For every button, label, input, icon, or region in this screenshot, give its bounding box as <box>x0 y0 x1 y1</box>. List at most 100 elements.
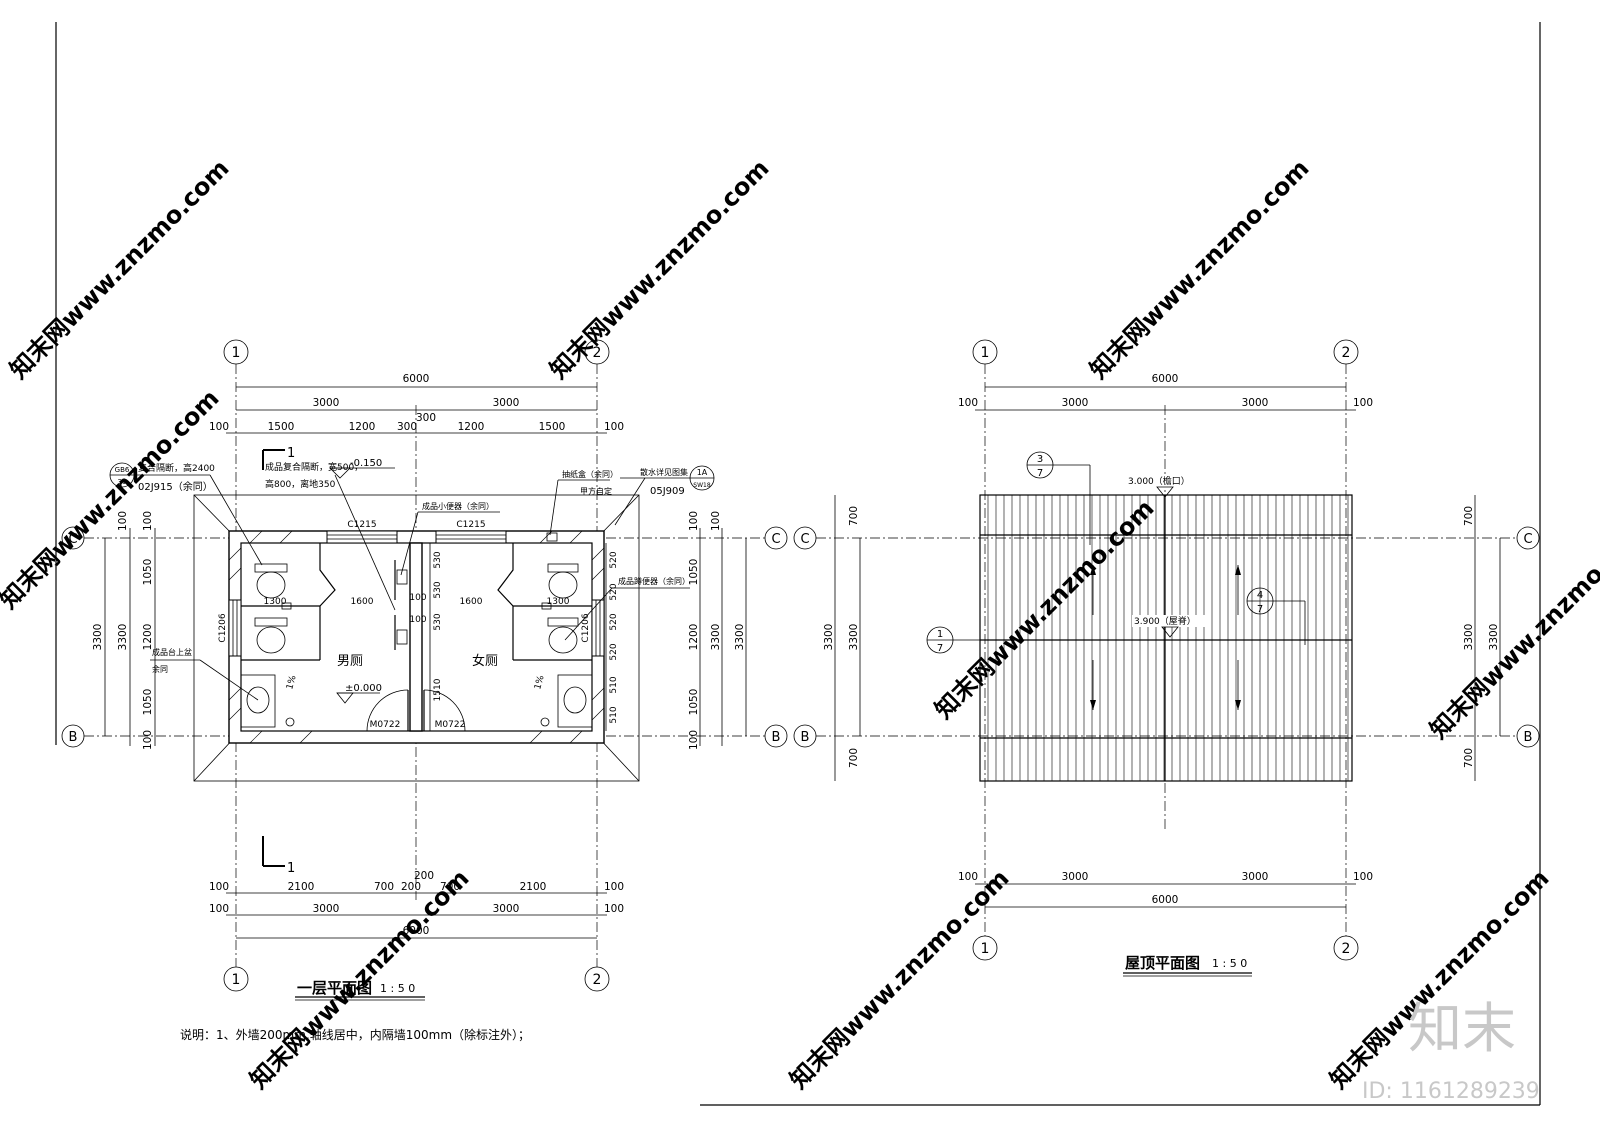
axis-bubble-1-top: 1 <box>223 339 249 365</box>
ground-floor-title: 一层平面图 1 : 5 0 <box>295 979 425 1001</box>
svg-text:100: 100 <box>209 421 229 433</box>
slope-mark-men: 1% <box>285 674 298 691</box>
svg-text:1200: 1200 <box>142 624 154 651</box>
svg-text:1050: 1050 <box>688 689 700 716</box>
slope-mark-women: 1% <box>533 674 546 691</box>
roof-dimension-top: 1 6000 100 3000 3000 100 <box>958 373 1373 411</box>
callout-urinal: 成品小便器（余同） <box>400 501 500 576</box>
toilet-men-1 <box>254 563 288 599</box>
axis-bubble-c-right: C <box>764 526 788 550</box>
svg-text:成品台上盆: 成品台上盆 <box>152 647 192 657</box>
svg-text:100: 100 <box>142 511 154 531</box>
svg-text:3300: 3300 <box>1463 624 1475 651</box>
watermark-2: 知末网www.znzmo.com <box>544 154 774 384</box>
svg-text:6000: 6000 <box>1152 894 1179 906</box>
callout-tissue: 抽纸盒（余同） <box>549 469 618 536</box>
svg-text:1050: 1050 <box>142 689 154 716</box>
watermark-8: 知末网www.znzmo.com <box>784 864 1014 1094</box>
section-mark-top: 1 <box>262 446 295 470</box>
stall-partitions <box>241 543 592 661</box>
svg-text:200: 200 <box>414 870 434 882</box>
svg-text:3000: 3000 <box>493 903 520 915</box>
svg-text:100: 100 <box>604 881 624 893</box>
dimension-top: 6000 3000 3000 100 1500 1200 300 300 120… <box>209 373 624 434</box>
dimension-bottom: 100 2100 700 200 200 700 2100 100 100 30… <box>209 870 624 939</box>
svg-text:B: B <box>772 730 781 745</box>
svg-text:510: 510 <box>609 706 619 723</box>
svg-text:1500: 1500 <box>268 421 295 433</box>
door-m0722-men: M0722 <box>366 689 409 732</box>
roof-outline <box>979 494 1353 782</box>
svg-text:700: 700 <box>1463 506 1475 526</box>
dimension-left: 3300 3300 100 100 1050 1200 1050 100 <box>92 511 156 750</box>
svg-text:7: 7 <box>937 643 943 654</box>
svg-text:100: 100 <box>604 421 624 433</box>
svg-text:1 : 5 0: 1 : 5 0 <box>1212 957 1247 970</box>
note-drain-1: 散水详见图集 <box>640 467 688 477</box>
ref-bubble-gb6: GB6 39 <box>109 462 210 488</box>
watermark-6: 知末网www.znzmo.com <box>1424 514 1600 744</box>
interior-dimensions: 1300 1600 1600 1300 100 100 530 530 530 … <box>264 543 619 731</box>
svg-text:2: 2 <box>1342 345 1351 361</box>
svg-text:100: 100 <box>209 903 229 915</box>
svg-text:3000: 3000 <box>1242 871 1269 883</box>
roof-axis-c-right: C <box>1516 526 1540 550</box>
svg-text:2100: 2100 <box>288 881 315 893</box>
svg-text:3300: 3300 <box>92 624 104 651</box>
svg-text:100: 100 <box>409 593 426 603</box>
svg-text:1050: 1050 <box>688 559 700 586</box>
roof-axis-b-left: B <box>793 724 817 748</box>
svg-text:700: 700 <box>440 881 460 893</box>
svg-text:6000: 6000 <box>403 373 430 385</box>
svg-text:B: B <box>801 730 810 745</box>
watermark-4: 知末网www.znzmo.com <box>0 384 225 614</box>
svg-text:3300: 3300 <box>823 624 835 651</box>
svg-text:GB6: GB6 <box>115 466 130 474</box>
roof-dimension-bottom: 100 3000 3000 100 6000 <box>958 871 1373 908</box>
urinals <box>281 532 558 645</box>
note-small-partition-2: 高800，离地350 <box>265 478 336 490</box>
watermark-5: 知末网www.znzmo.com <box>929 494 1159 724</box>
svg-text:520: 520 <box>609 551 619 568</box>
roof-elevation-ridge: 3.900（屋脊） <box>1132 615 1207 638</box>
elevation-zero: ±0.000 <box>336 683 382 704</box>
svg-text:6000: 6000 <box>1152 373 1179 385</box>
svg-text:520: 520 <box>609 613 619 630</box>
svg-text:100: 100 <box>209 881 229 893</box>
svg-text:3300: 3300 <box>117 624 129 651</box>
svg-text:1050: 1050 <box>142 559 154 586</box>
svg-text:余同: 余同 <box>152 664 168 674</box>
elevation-minus: -0.150 <box>329 458 395 479</box>
svg-text:530: 530 <box>433 581 443 598</box>
svg-text:1: 1 <box>981 345 990 361</box>
svg-text:6000: 6000 <box>403 925 430 937</box>
svg-text:抽纸盒（余同）: 抽纸盒（余同） <box>562 469 618 479</box>
svg-text:100: 100 <box>958 871 978 883</box>
svg-text:2: 2 <box>593 345 602 361</box>
svg-text:SW18: SW18 <box>693 482 711 489</box>
svg-text:一层平面图: 一层平面图 <box>297 979 372 997</box>
svg-text:100: 100 <box>688 730 700 750</box>
svg-text:3.900（屋脊）: 3.900（屋脊） <box>1134 615 1196 627</box>
svg-text:100: 100 <box>710 511 722 531</box>
svg-text:700: 700 <box>374 881 394 893</box>
svg-text:2100: 2100 <box>520 881 547 893</box>
svg-text:520: 520 <box>609 643 619 660</box>
roof-axis-1-top: 1 <box>972 339 998 365</box>
svg-text:100: 100 <box>409 615 426 625</box>
svg-text:3300: 3300 <box>848 624 860 651</box>
brand-logo: 知末 <box>1408 997 1516 1060</box>
callout-squat: 成品蹲便器（余同） <box>564 576 690 641</box>
svg-text:1: 1 <box>232 345 241 361</box>
svg-text:700: 700 <box>1463 748 1475 768</box>
svg-text:±0.000: ±0.000 <box>345 683 382 694</box>
detail-bubble-3-7: 3 7 <box>1026 451 1091 545</box>
roof-dimension-left: 700 3300 3300 700 <box>823 495 861 781</box>
svg-text:100: 100 <box>1353 397 1373 409</box>
roof-dimension-right: 700 3300 3300 700 <box>1463 495 1501 781</box>
roof-plan-title: 屋顶平面图 1 : 5 0 <box>1123 954 1252 977</box>
svg-text:1: 1 <box>981 941 990 957</box>
watermark-3: 知末网www.znzmo.com <box>1084 154 1314 384</box>
svg-text:520: 520 <box>609 583 619 600</box>
svg-text:1200: 1200 <box>688 624 700 651</box>
